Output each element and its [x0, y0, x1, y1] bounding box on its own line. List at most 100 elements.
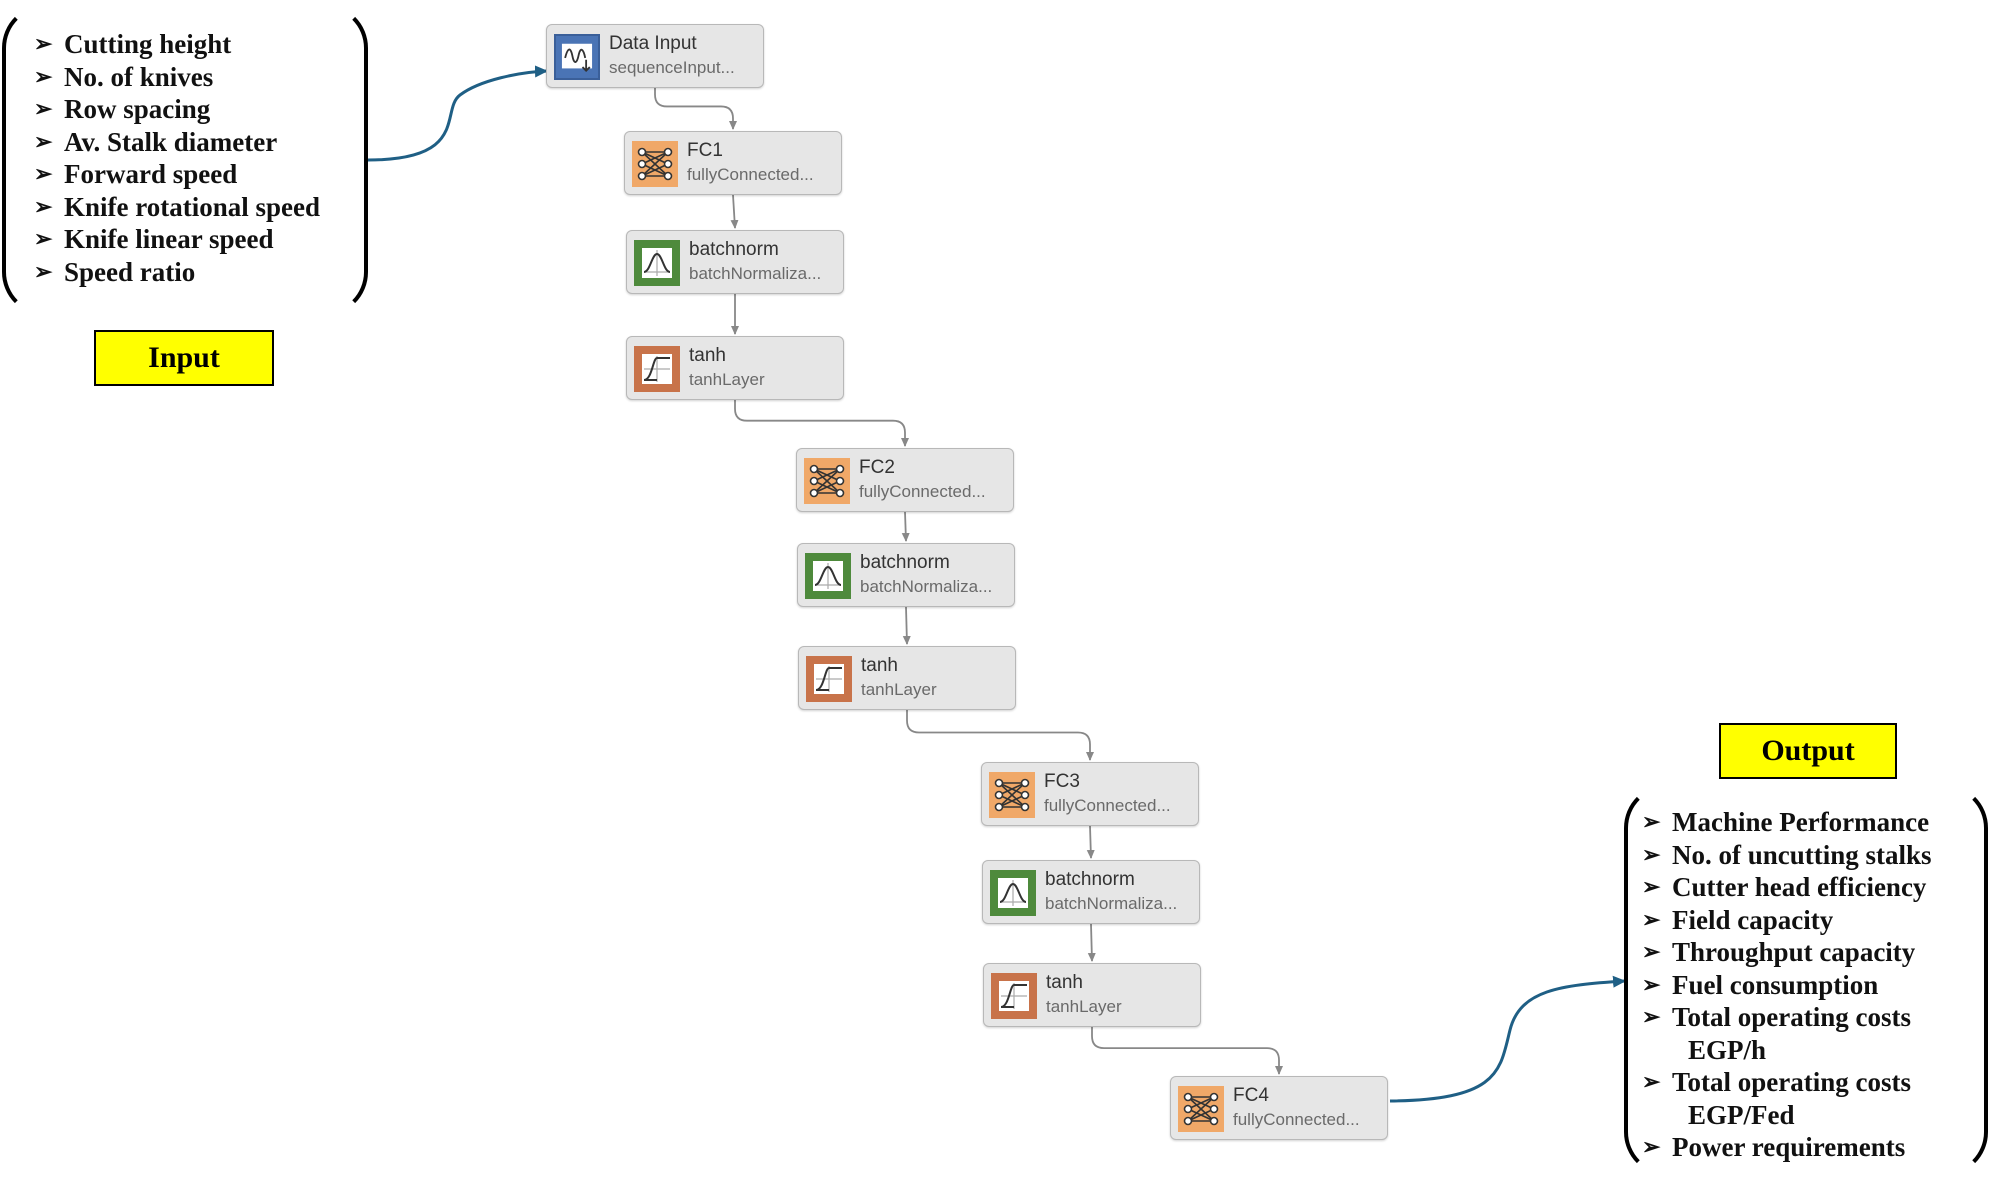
layer-node-fc4[interactable]: FC4 fullyConnected... [1170, 1076, 1388, 1140]
layer-name: FC4 [1233, 1085, 1269, 1106]
layer-type: fullyConnected... [687, 165, 814, 184]
arrowhead-bullet-icon: ➢ [1642, 1134, 1661, 1159]
layer-node-data-input[interactable]: Data Input sequenceInput... [546, 24, 764, 88]
arrowhead-bullet-icon: ➢ [34, 161, 53, 186]
list-item: ➢No. of uncutting stalks [1642, 839, 1932, 870]
list-item: ➢Cutter head efficiency [1642, 872, 1927, 902]
layer-name: FC2 [859, 457, 895, 478]
layer-connector [906, 710, 1094, 761]
tanh-icon [634, 346, 680, 392]
layer-type: fullyConnected... [1233, 1110, 1360, 1129]
output-label: Output [1719, 723, 1897, 779]
layer-node-tanh[interactable]: tanh tanhLayer [983, 963, 1201, 1027]
list-item-continuation: EGP/h [1688, 1034, 1767, 1065]
batch-norm-icon [805, 553, 851, 599]
input-brace [2, 4, 368, 316]
list-item: ➢Throughput capacity [1642, 937, 1916, 967]
arrowhead-bullet-icon: ➢ [34, 96, 53, 121]
list-item: ➢No. of knives [34, 61, 214, 92]
arrowhead-bullet-icon: ➢ [34, 63, 53, 89]
layer-connector [1091, 1027, 1283, 1075]
layer-type: fullyConnected... [859, 482, 986, 501]
list-item: ➢Row spacing [34, 94, 211, 124]
fully-connected-icon [632, 141, 678, 187]
layer-node-fc1[interactable]: FC1 fullyConnected... [624, 131, 842, 195]
list-item: ➢Speed ratio [34, 256, 196, 287]
layer-connector [730, 194, 739, 229]
layer-name: batchnorm [1045, 869, 1135, 890]
layer-type: tanhLayer [689, 370, 765, 389]
layer-type: tanhLayer [1046, 997, 1122, 1016]
layer-name: FC3 [1044, 771, 1080, 792]
layer-node-fc2[interactable]: FC2 fullyConnected... [796, 448, 1014, 512]
layer-connector [901, 511, 910, 542]
tanh-icon [991, 973, 1037, 1019]
layer-node-batchnorm[interactable]: batchnorm batchNormaliza... [626, 230, 844, 294]
list-item: ➢Forward speed [34, 159, 238, 189]
layer-name: Data Input [609, 33, 697, 54]
list-item: ➢Power requirements [1642, 1132, 1906, 1162]
layer-connector [1086, 825, 1095, 859]
arrowhead-bullet-icon: ➢ [34, 258, 53, 284]
list-item: ➢Fuel consumption [1642, 969, 1879, 1000]
layer-type: batchNormaliza... [860, 577, 993, 596]
input-label: Input [94, 330, 274, 386]
layer-type: batchNormaliza... [1045, 894, 1178, 913]
layer-type: tanhLayer [861, 680, 937, 699]
arrowhead-bullet-icon: ➢ [34, 193, 53, 219]
list-item: ➢Total operating costs [1642, 1067, 1912, 1097]
layer-connector [902, 606, 911, 645]
output-brace [1624, 784, 1988, 1176]
layer-node-tanh[interactable]: tanh tanhLayer [798, 646, 1016, 710]
arrowhead-bullet-icon: ➢ [34, 128, 53, 154]
layer-name: FC1 [687, 140, 723, 161]
layer-node-batchnorm[interactable]: batchnorm batchNormaliza... [797, 543, 1015, 607]
arrowhead-bullet-icon: ➢ [1642, 841, 1661, 867]
arrowhead-bullet-icon: ➢ [34, 31, 53, 56]
layer-type: batchNormaliza... [689, 264, 822, 283]
list-item: ➢Machine Performance [1642, 807, 1930, 837]
arrowhead-bullet-icon: ➢ [1642, 939, 1661, 964]
arrowhead-bullet-icon: ➢ [34, 226, 53, 251]
input-arrow [367, 65, 548, 162]
layer-name: tanh [1046, 972, 1083, 993]
sequence-input-icon [554, 34, 600, 80]
fully-connected-icon [1178, 1086, 1224, 1132]
layer-name: batchnorm [860, 552, 950, 573]
batch-norm-icon [634, 240, 680, 286]
input-features-list: ➢Cutting height ➢No. of knives ➢Row spac… [34, 28, 320, 288]
fully-connected-icon [989, 772, 1035, 818]
arrowhead-bullet-icon: ➢ [1642, 809, 1661, 834]
batch-norm-icon [990, 870, 1036, 916]
list-item: ➢Total operating costs [1642, 1002, 1912, 1032]
list-item: ➢Knife linear speed [34, 224, 274, 254]
layer-connector [654, 88, 737, 130]
fully-connected-icon [804, 458, 850, 504]
arrowhead-bullet-icon: ➢ [1642, 906, 1661, 932]
layer-node-tanh[interactable]: tanh tanhLayer [626, 336, 844, 400]
output-arrow [1389, 975, 1626, 1103]
list-item: ➢Knife rotational speed [34, 191, 320, 222]
arrowhead-bullet-icon: ➢ [1642, 1069, 1661, 1094]
output-features-list: ➢Machine Performance ➢No. of uncutting s… [1642, 806, 1932, 1164]
layer-connector [734, 400, 909, 447]
layer-node-batchnorm[interactable]: batchnorm batchNormaliza... [982, 860, 1200, 924]
layer-name: batchnorm [689, 239, 779, 260]
arrowhead-bullet-icon: ➢ [1642, 874, 1661, 899]
layer-connector [1087, 923, 1096, 962]
layer-name: tanh [689, 345, 726, 366]
layer-type: fullyConnected... [1044, 796, 1171, 815]
list-item: ➢Av. Stalk diameter [34, 126, 278, 157]
layer-type: sequenceInput... [609, 58, 735, 77]
arrowhead-bullet-icon: ➢ [1642, 971, 1661, 997]
layer-name: tanh [861, 655, 898, 676]
list-item-continuation: EGP/Fed [1688, 1099, 1795, 1130]
layer-connectors [654, 88, 1283, 1075]
list-item: ➢Field capacity [1642, 904, 1834, 935]
arrowhead-bullet-icon: ➢ [1642, 1004, 1661, 1029]
list-item: ➢Cutting height [34, 29, 232, 59]
layer-node-fc3[interactable]: FC3 fullyConnected... [981, 762, 1199, 826]
tanh-icon [806, 656, 852, 702]
